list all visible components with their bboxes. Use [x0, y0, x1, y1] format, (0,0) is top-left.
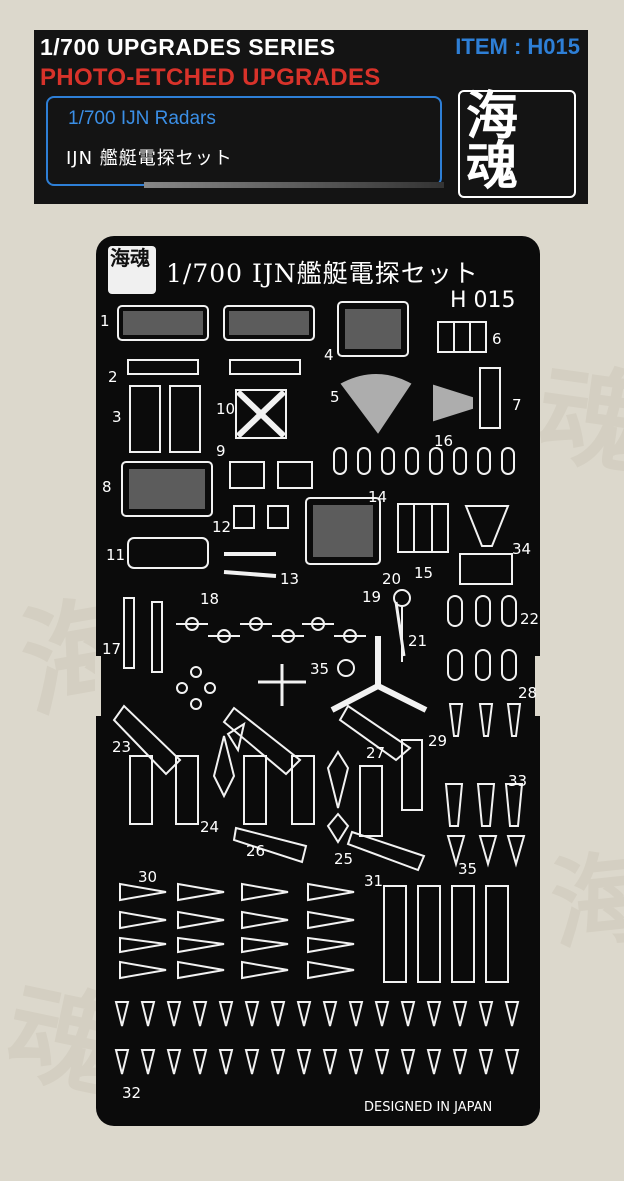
part-radar-4 — [337, 301, 409, 357]
part-number-label: 29 — [428, 732, 448, 750]
part-number-label: 6 — [492, 330, 502, 348]
part-number-label: 12 — [212, 518, 232, 536]
part-15 — [397, 503, 449, 553]
part-number-label: 13 — [280, 570, 300, 588]
part-6 — [437, 321, 487, 353]
part-number-label: 33 — [508, 772, 528, 790]
part-number-label: 32 — [122, 1084, 142, 1102]
part-9 — [229, 461, 313, 489]
part-27 — [338, 704, 426, 872]
fret-notch — [95, 656, 101, 716]
part-23 — [112, 704, 199, 825]
part-number-label: 30 — [138, 868, 158, 886]
part-number-label: 1 — [100, 312, 110, 330]
etched-parts — [112, 301, 526, 1075]
part-33 — [444, 783, 524, 827]
fret-logo-text: 海魂 — [110, 246, 150, 270]
designed-in-japan: DESIGNED IN JAPAN — [364, 1100, 493, 1115]
part-10 — [235, 389, 287, 439]
part-number-label: 22 — [520, 610, 540, 628]
part-35-disc — [337, 659, 355, 677]
fret-notch — [535, 656, 541, 716]
part-30c — [241, 882, 289, 980]
part-25 — [326, 750, 350, 844]
part-29 — [401, 739, 423, 811]
product-header: 1/700 UPGRADES SERIES ITEM : H015 PHOTO-… — [34, 30, 588, 204]
series-label: 1/700 UPGRADES SERIES — [40, 34, 336, 60]
header-stripe — [144, 182, 444, 188]
part-number-label: 2 — [108, 368, 118, 386]
photo-etched-fret: 海魂 1/700 IJN艦艇電探セット H 015 — [95, 236, 541, 1126]
title-english: 1/700 IJN Radars — [68, 108, 216, 129]
brand-logo: 海魂 — [458, 90, 576, 198]
part-number-label: 3 — [112, 408, 122, 426]
part-number-label: 18 — [200, 590, 220, 608]
part-number-label: 9 — [216, 442, 226, 460]
part-number-label: 16 — [434, 432, 454, 450]
part-12 — [233, 505, 289, 529]
part-8 — [121, 461, 213, 517]
part-32-row1 — [114, 1001, 520, 1027]
fret-code: H 015 — [450, 288, 516, 313]
part-35-lower — [446, 835, 526, 868]
photo-etched-label: PHOTO-ETCHED UPGRADES — [40, 64, 381, 91]
part-number-label: 35 — [310, 660, 330, 678]
part-18 — [176, 617, 366, 643]
part-19-20-21 — [393, 589, 411, 662]
part-number-label: 31 — [364, 872, 384, 890]
part-35-center — [258, 664, 306, 706]
fret-logo: 海魂 — [108, 246, 156, 294]
part-30b — [177, 882, 225, 980]
part-number-label: 20 — [382, 570, 402, 588]
part-number-label: 24 — [200, 818, 220, 836]
part-radar-1 — [117, 305, 315, 341]
part-16 — [333, 447, 515, 475]
part-number-label: 10 — [216, 400, 236, 418]
part-26 — [222, 706, 315, 864]
part-14 — [305, 497, 381, 565]
title-japanese: IJN 艦艇電探セット — [66, 148, 233, 169]
part-number-label: 28 — [518, 684, 538, 702]
part-17 — [123, 597, 163, 673]
part-5 — [340, 374, 412, 434]
part-11 — [127, 537, 209, 569]
part-number-label: 8 — [102, 478, 112, 496]
part-number-label: 21 — [408, 632, 428, 650]
part-35-cross — [176, 666, 216, 710]
part-2 — [127, 359, 301, 375]
part-frames — [383, 885, 509, 983]
part-number-label: 7 — [512, 396, 522, 414]
part-number-label: 27 — [366, 744, 386, 762]
part-number-label: 11 — [106, 546, 126, 564]
part-number-label: 17 — [102, 640, 122, 658]
part-32-row2 — [114, 1049, 520, 1075]
part-number-label: 19 — [362, 588, 382, 606]
brand-logo-text: 海魂 — [466, 86, 519, 197]
part-number-label: 14 — [368, 488, 388, 506]
part-number-label: 34 — [512, 540, 532, 558]
fret-title: 1/700 IJN艦艇電探セット — [166, 259, 479, 288]
background-watermark: 魂 — [530, 347, 624, 491]
background-watermark: 海 — [544, 837, 624, 965]
item-code: ITEM : H015 — [455, 34, 580, 59]
part-trident — [330, 636, 428, 713]
part-22 — [447, 595, 517, 681]
title-box: 1/700 IJN Radars IJN 艦艇電探セット — [46, 96, 442, 186]
part-number-label: 35 — [458, 860, 478, 878]
part-number-label: 25 — [334, 850, 354, 868]
part-34 — [459, 505, 513, 585]
part-number-label: 4 — [324, 346, 334, 364]
part-number-label: 23 — [112, 738, 132, 756]
part-3 — [129, 385, 201, 453]
part-number-label: 15 — [414, 564, 434, 582]
part-number-label: 5 — [330, 388, 340, 406]
part-28 — [448, 703, 522, 737]
part-7 — [433, 367, 501, 429]
part-13 — [223, 552, 277, 578]
part-number-label: 26 — [246, 842, 266, 860]
part-30 — [119, 882, 167, 980]
part-31 — [307, 882, 355, 980]
